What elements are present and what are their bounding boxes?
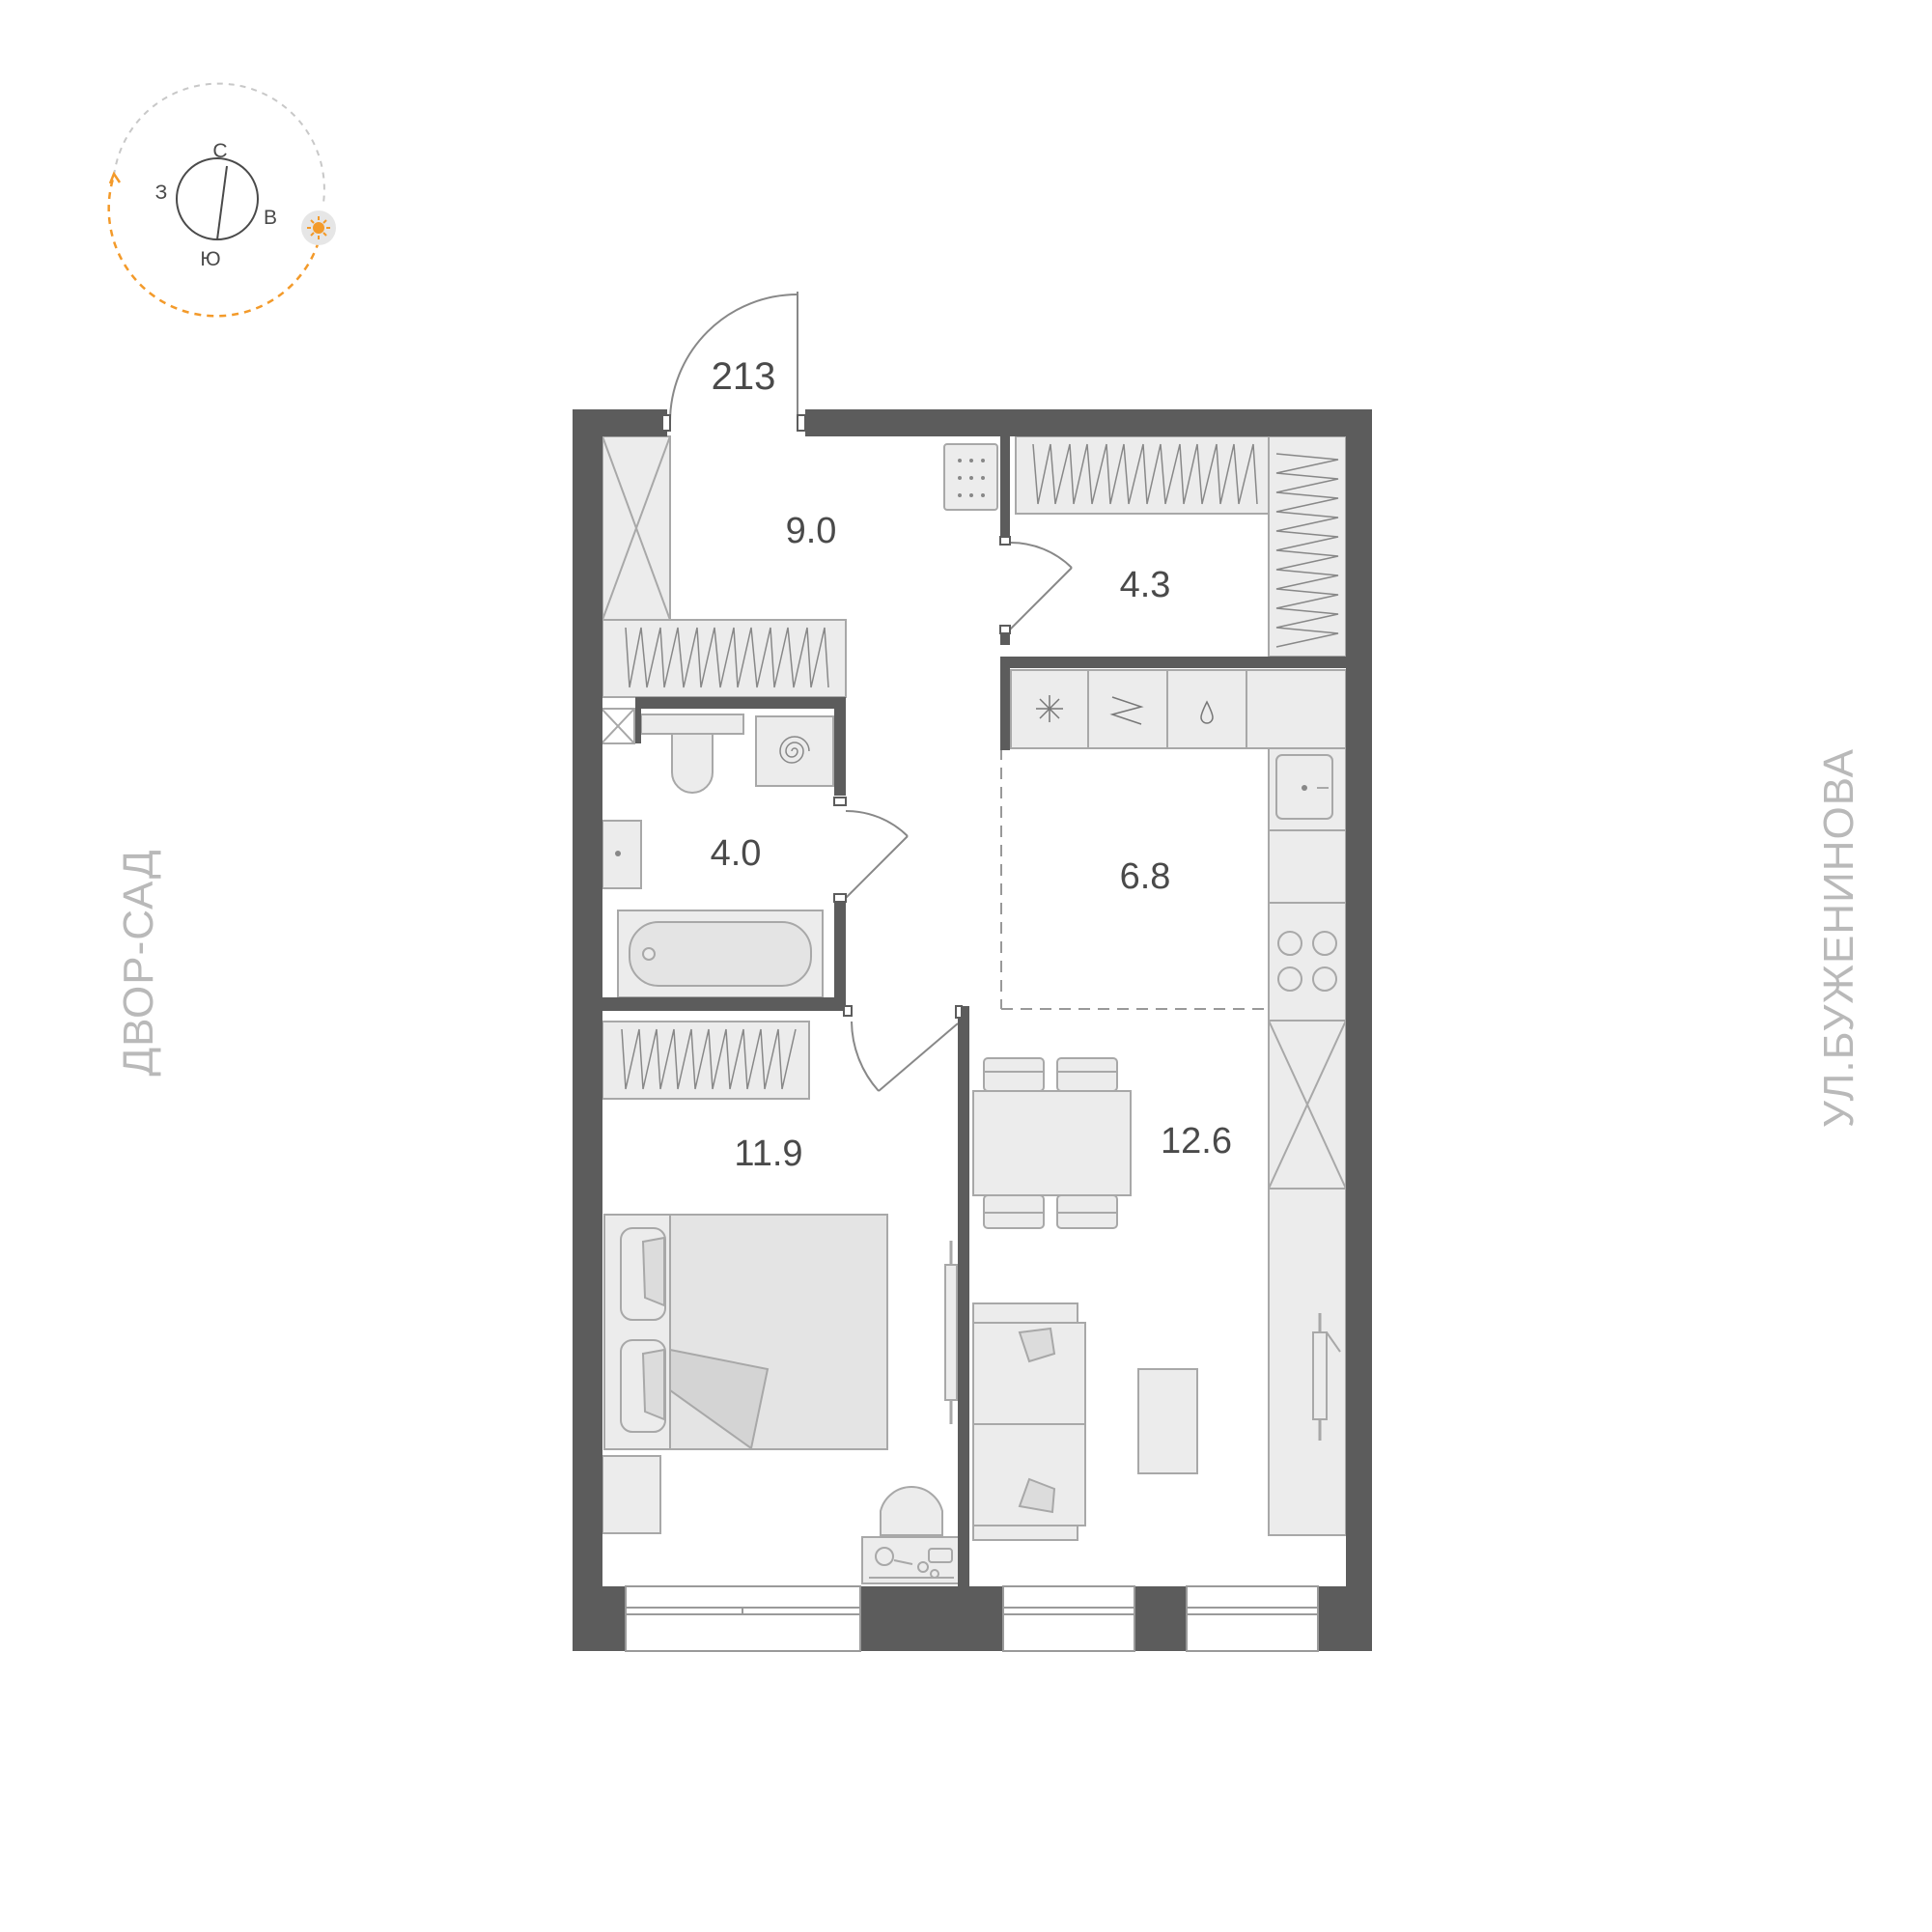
nightstand [602, 1455, 661, 1534]
hall-closet [602, 435, 671, 621]
washing-machine [755, 715, 834, 787]
electricity-icon [1109, 696, 1144, 725]
wardrobe-rack-side [1268, 435, 1347, 658]
window-living-left [1002, 1585, 1135, 1652]
bathtub [617, 910, 824, 998]
bedroom-wardrobe-rack [602, 1021, 810, 1100]
bedroom-door [851, 1021, 959, 1092]
room-area-hall: 9.0 [786, 511, 837, 551]
water-drop-icon [1200, 700, 1214, 724]
kitchen-sink [1275, 754, 1333, 820]
street-orientation-label: УЛ.БУЖЕНИНОВА [1815, 747, 1862, 1128]
kitchen-cabinet-lower [1268, 1188, 1347, 1536]
compass-north: С [212, 140, 227, 162]
door-jambs [661, 414, 1011, 1019]
compass-south: Ю [200, 248, 220, 270]
dining-table [972, 1090, 1132, 1196]
coffee-table [1137, 1368, 1198, 1474]
bathroom-sink [602, 820, 642, 889]
yard-orientation-label: ДВОР-САД [115, 849, 162, 1077]
freezer-icon [1036, 695, 1063, 722]
wardrobe-rack-top [1015, 435, 1270, 515]
room-area-kitchen: 6.8 [1120, 856, 1171, 897]
compass: С З В Ю [107, 82, 336, 318]
hall-wardrobe-rack [602, 619, 847, 698]
wardrobe-door [1009, 541, 1073, 630]
kitchen-counter-top [1010, 669, 1347, 749]
electrical-panel [943, 443, 998, 511]
entry-door [669, 292, 798, 423]
bathroom-door [845, 809, 909, 899]
vanity-desk [861, 1536, 962, 1584]
room-area-bathroom: 4.0 [711, 833, 762, 874]
kitchen-tall-cabinet [1268, 1020, 1347, 1190]
tv-stand [1312, 1313, 1341, 1441]
apartment-number: 213 [712, 355, 776, 398]
room-area-living: 12.6 [1161, 1121, 1232, 1162]
sun-icon [301, 210, 336, 245]
room-area-wardrobe: 4.3 [1120, 565, 1171, 605]
window-bedroom [625, 1585, 861, 1652]
furniture [601, 435, 1347, 1584]
windows [625, 1585, 1319, 1652]
interior-doors [845, 541, 1073, 1092]
bed [603, 1214, 888, 1450]
stove-burners [1277, 931, 1337, 992]
dining-chair [983, 1057, 1118, 1229]
zone-divider [1000, 748, 1269, 1010]
window-living-right [1186, 1585, 1319, 1652]
room-area-bedroom: 11.9 [734, 1134, 802, 1174]
toilet [640, 714, 744, 794]
compass-east: В [264, 207, 277, 229]
vanity-chair [880, 1486, 943, 1536]
compass-west: З [155, 182, 168, 204]
walls [573, 409, 1372, 1651]
bedroom-tv [944, 1241, 958, 1424]
ventilation-shaft [601, 708, 635, 744]
sofa [972, 1302, 1086, 1541]
